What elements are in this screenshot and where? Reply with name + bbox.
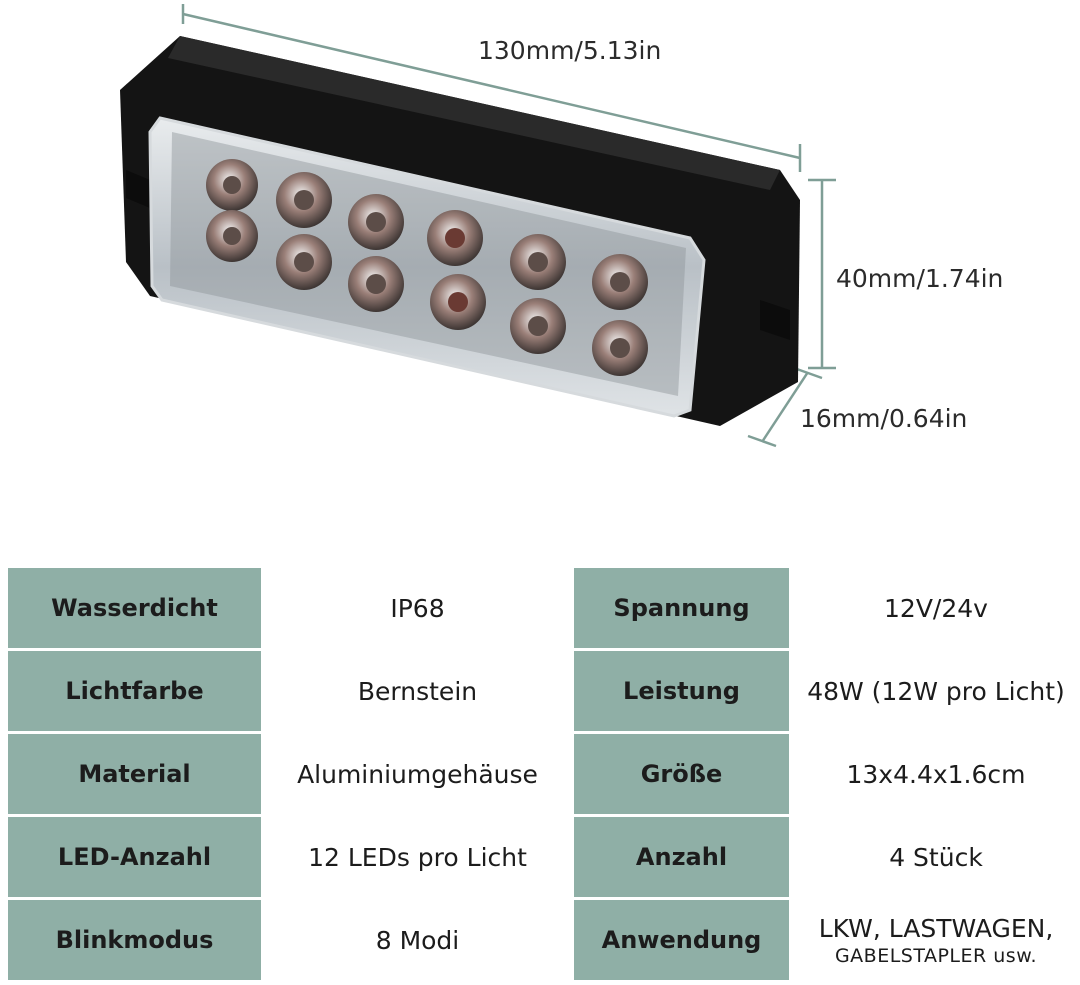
spec-label-light-color: Lichtfarbe <box>5 648 264 734</box>
dimension-lines <box>181 4 836 448</box>
spec-table: Wasserdicht IP68 Spannung 12V/24v Lichtf… <box>5 565 1080 983</box>
spec-label-waterproof: Wasserdicht <box>5 565 264 651</box>
spec-value-application: LKW, LASTWAGEN, GABELSTAPLER usw. <box>790 897 1080 983</box>
spec-label-size: Größe <box>571 731 792 817</box>
spec-label-material: Material <box>5 731 264 817</box>
spec-value-light-color: Bernstein <box>262 648 573 734</box>
table-row: LED-Anzahl 12 LEDs pro Licht Anzahl 4 St… <box>5 814 1080 900</box>
dimension-height-label: 40mm/1.74in <box>836 264 1004 293</box>
spec-value-quantity: 4 Stück <box>790 814 1080 900</box>
spec-label-power: Leistung <box>571 648 792 734</box>
spec-label-voltage: Spannung <box>571 565 792 651</box>
table-row: Blinkmodus 8 Modi Anwendung LKW, LASTWAG… <box>5 897 1080 983</box>
spec-label-quantity: Anzahl <box>571 814 792 900</box>
spec-value-material: Aluminiumgehäuse <box>262 731 573 817</box>
spec-value-flash-mode: 8 Modi <box>262 897 573 983</box>
spec-label-flash-mode: Blinkmodus <box>5 897 264 983</box>
dimension-depth-label: 16mm/0.64in <box>800 404 968 433</box>
spec-value-application-line1: LKW, LASTWAGEN, <box>818 913 1054 943</box>
spec-label-led-count: LED-Anzahl <box>5 814 264 900</box>
spec-value-application-line2: GABELSTAPLER usw. <box>834 944 1038 967</box>
table-row: Material Aluminiumgehäuse Größe 13x4.4x1… <box>5 731 1080 817</box>
spec-value-led-count: 12 LEDs pro Licht <box>262 814 573 900</box>
product-image <box>120 4 836 448</box>
spec-label-application: Anwendung <box>571 897 792 983</box>
dimension-length-label: 130mm/5.13in <box>478 36 662 65</box>
spec-value-power: 48W (12W pro Licht) <box>790 648 1080 734</box>
table-row: Wasserdicht IP68 Spannung 12V/24v <box>5 565 1080 651</box>
led-modules <box>206 159 648 376</box>
spec-value-voltage: 12V/24v <box>790 565 1080 651</box>
table-row: Lichtfarbe Bernstein Leistung 48W (12W p… <box>5 648 1080 734</box>
spec-value-size: 13x4.4x1.6cm <box>790 731 1080 817</box>
spec-value-waterproof: IP68 <box>262 565 573 651</box>
